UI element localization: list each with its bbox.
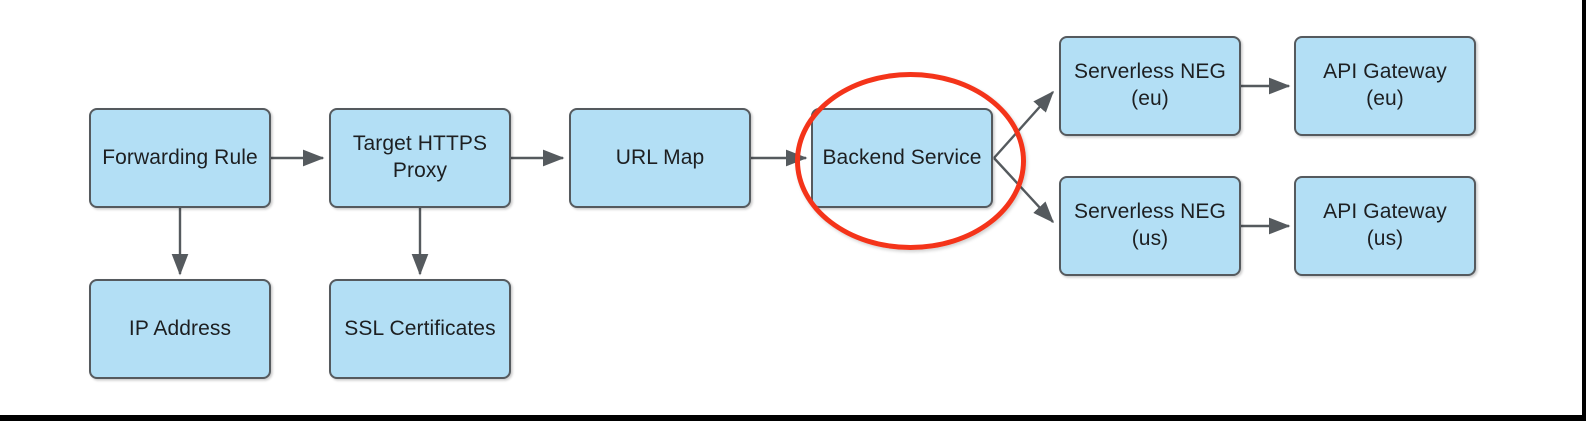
node-ip-address[interactable]: IP Address: [89, 279, 271, 379]
node-url-map[interactable]: URL Map: [569, 108, 751, 208]
frame-edge-bottom: [0, 415, 1586, 421]
node-ssl-certificates[interactable]: SSL Certificates: [329, 279, 511, 379]
node-api-gateway-eu[interactable]: API Gateway (eu): [1294, 36, 1476, 136]
node-api-gateway-us[interactable]: API Gateway (us): [1294, 176, 1476, 276]
node-target-https-proxy[interactable]: Target HTTPS Proxy: [329, 108, 511, 208]
frame-edge-right: [1582, 0, 1586, 421]
node-serverless-neg-eu[interactable]: Serverless NEG (eu): [1059, 36, 1241, 136]
backend-service-highlight-ellipse: [795, 72, 1026, 250]
node-serverless-neg-us[interactable]: Serverless NEG (us): [1059, 176, 1241, 276]
node-forwarding-rule[interactable]: Forwarding Rule: [89, 108, 271, 208]
